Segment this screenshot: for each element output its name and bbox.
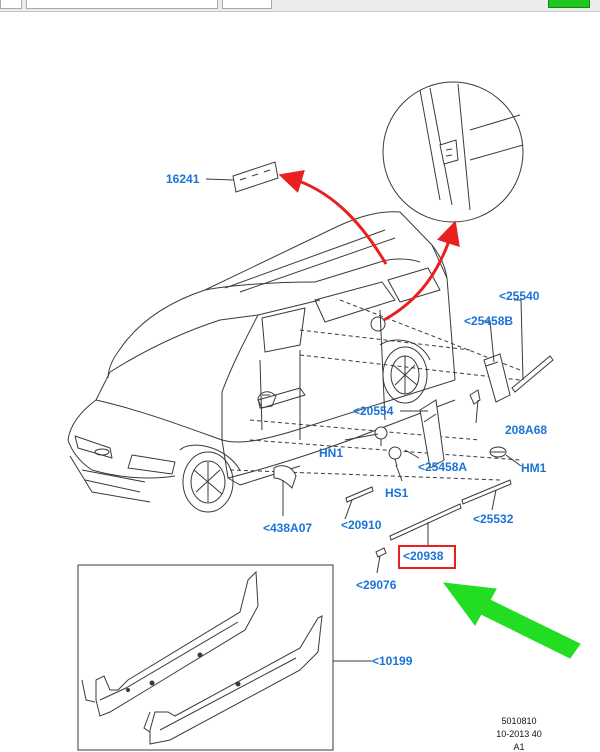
highlight-box (398, 545, 456, 569)
callout-16241[interactable]: 16241 (166, 172, 200, 186)
callout-hs1[interactable]: HS1 (385, 486, 409, 500)
leader-lines (205, 178, 524, 662)
callout-29076[interactable]: <29076 (356, 578, 397, 592)
toolbar-green-button[interactable] (548, 0, 590, 8)
toolbar-field[interactable] (26, 0, 218, 9)
callout-20910[interactable]: <20910 (341, 518, 382, 532)
toolbar-field[interactable] (222, 0, 272, 9)
callout-hm1[interactable]: HM1 (521, 461, 547, 475)
toolbar-strip (0, 0, 600, 12)
callout-438a07[interactable]: <438A07 (263, 521, 313, 535)
callout-25458a[interactable]: <25458A (418, 460, 468, 474)
detail-inset (382, 81, 524, 223)
callout-25532[interactable]: <25532 (473, 512, 514, 526)
diagram-code: 5010810 (501, 716, 537, 726)
callout-hn1[interactable]: HN1 (319, 446, 344, 460)
diagram-date: 10-2013 40 (496, 729, 542, 739)
diagram-revision: A1 (513, 742, 525, 752)
callout-25458b[interactable]: <25458B (464, 314, 514, 328)
callout-10199[interactable]: <10199 (372, 654, 413, 668)
vehicle-illustration (67, 211, 521, 513)
toolbar-field[interactable] (0, 0, 22, 9)
callout-20938[interactable]: <20938 (403, 549, 444, 563)
sill-panel-inset (77, 564, 334, 751)
callout-208a68[interactable]: 208A68 (505, 423, 548, 437)
parts (232, 161, 554, 558)
callout-25540[interactable]: <25540 (499, 289, 540, 303)
green-arrow (442, 582, 581, 659)
callout-20554[interactable]: <20554 (353, 404, 394, 418)
red-arrows (278, 169, 460, 322)
